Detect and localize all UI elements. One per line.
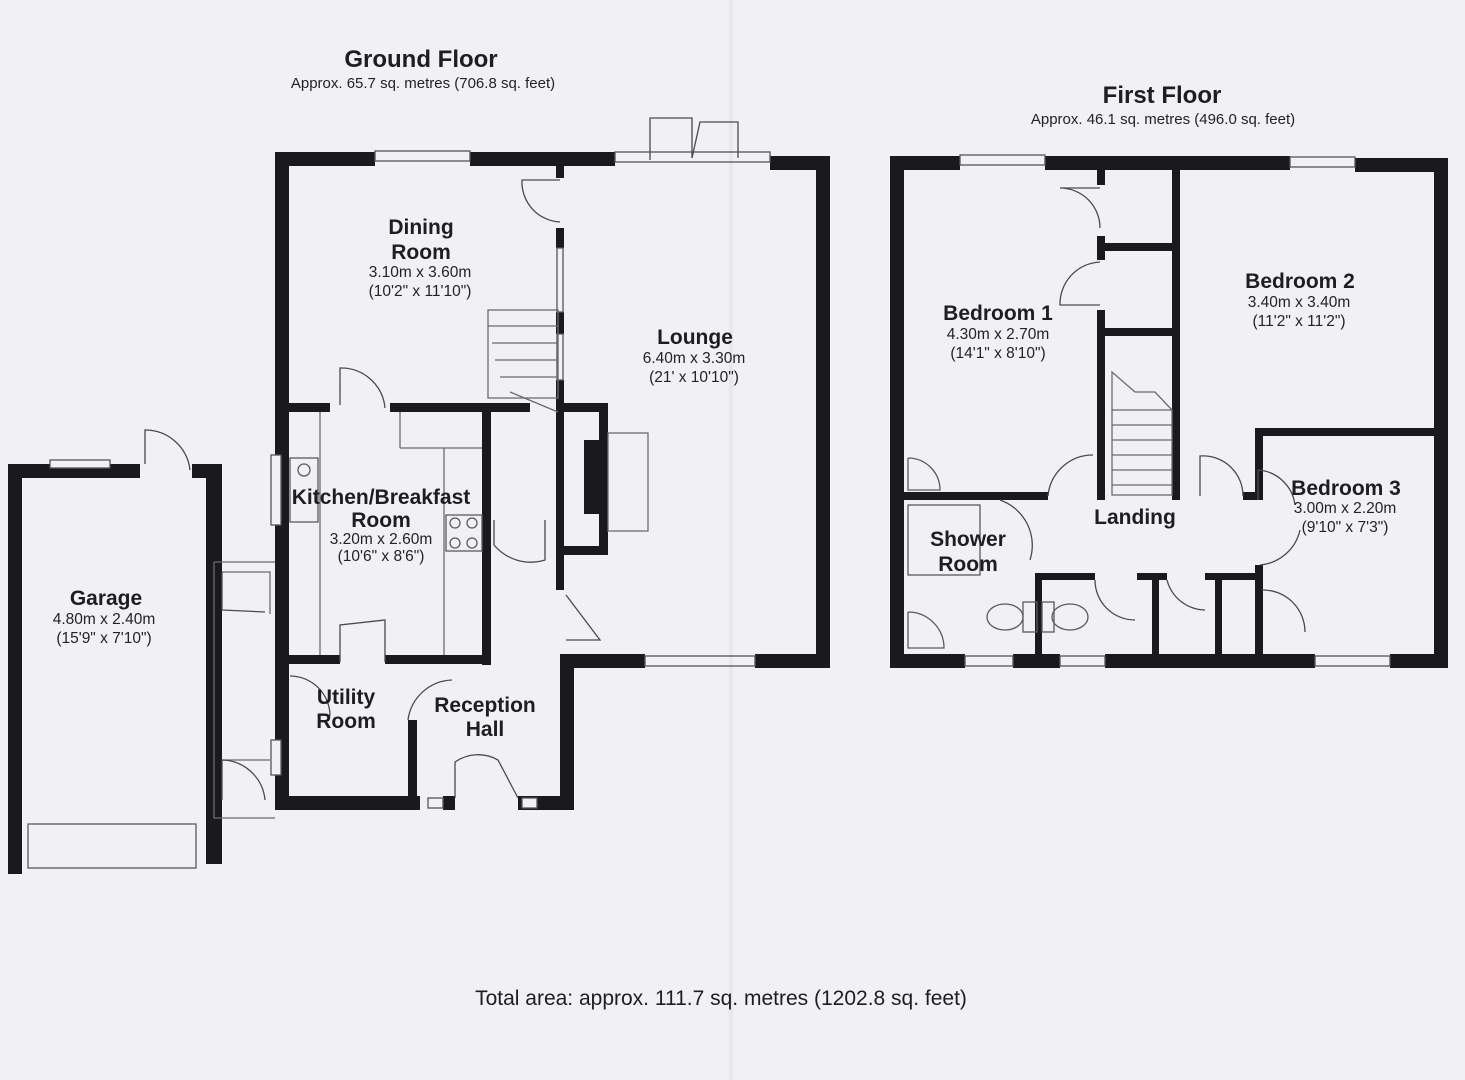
garage-walls xyxy=(8,459,222,874)
dining-room-dim-imperial: (10'2" x 11'10") xyxy=(369,283,472,300)
garage-dim-metric: 4.80m x 2.40m xyxy=(53,611,156,628)
bedroom-1-dim-metric: 4.30m x 2.70m xyxy=(947,326,1050,343)
first-floor-windows xyxy=(959,154,1391,667)
kitchen-label-2: Room xyxy=(351,509,411,532)
bedroom-2-dim-imperial: (11'2" x 11'2") xyxy=(1252,313,1345,330)
first-floor-stairs xyxy=(1111,370,1173,496)
ground-floor-doors xyxy=(144,117,739,801)
garage-dim-imperial: (15'9" x 7'10") xyxy=(56,630,151,647)
shower-room-label-1: Shower xyxy=(930,528,1006,551)
first-floor-doors xyxy=(999,187,1306,633)
first-floor-walls xyxy=(890,156,1448,668)
kitchen-label-1: Kitchen/Breakfast xyxy=(292,486,471,509)
kitchen-dim-metric: 3.20m x 2.60m xyxy=(330,531,433,548)
shower-room-label-2: Room xyxy=(938,553,998,576)
utility-room-label-1: Utility xyxy=(317,686,376,709)
kitchen-fittings xyxy=(289,412,483,655)
bedroom-2-label: Bedroom 2 xyxy=(1245,270,1355,293)
side-passage xyxy=(213,561,275,819)
dining-room-label-2: Room xyxy=(391,241,451,264)
first-floor-plan: First Floor Approx. 46.1 sq. metres (496… xyxy=(890,82,1448,668)
bedroom-3-dim-metric: 3.00m x 2.20m xyxy=(1294,500,1397,517)
bedroom-3-dim-imperial: (9'10" x 7'3") xyxy=(1302,519,1389,536)
bathroom-fittings xyxy=(907,457,1089,649)
first-floor-title: First Floor xyxy=(1103,82,1222,109)
bedroom-1-label: Bedroom 1 xyxy=(943,302,1053,325)
lounge-dim-metric: 6.40m x 3.30m xyxy=(643,350,746,367)
ground-floor-stairs xyxy=(487,309,559,413)
dining-room-dim-metric: 3.10m x 3.60m xyxy=(369,264,472,281)
total-area: Total area: approx. 111.7 sq. metres (12… xyxy=(475,987,967,1010)
bedroom-1-dim-imperial: (14'1" x 8'10") xyxy=(950,345,1045,362)
kitchen-dim-imperial: (10'6" x 8'6") xyxy=(338,548,425,565)
first-floor-area: Approx. 46.1 sq. metres (496.0 sq. feet) xyxy=(1031,111,1295,128)
dining-room-label-1: Dining xyxy=(388,216,453,239)
garage-label: Garage xyxy=(70,587,142,610)
reception-hall-label-1: Reception xyxy=(434,694,536,717)
first-floor-interior-walls xyxy=(898,165,1435,660)
bedroom-3-label: Bedroom 3 xyxy=(1291,477,1401,500)
page-fold xyxy=(728,0,734,1080)
reception-hall-label-2: Hall xyxy=(466,718,505,741)
ground-floor-title: Ground Floor xyxy=(344,46,497,73)
lounge-dim-imperial: (21' x 10'10") xyxy=(649,369,739,386)
interior-walls xyxy=(280,162,649,802)
lounge-label: Lounge xyxy=(657,326,733,349)
utility-room-label-2: Room xyxy=(316,710,376,733)
ground-floor-area: Approx. 65.7 sq. metres (706.8 sq. feet) xyxy=(291,75,555,92)
bedroom-2-dim-metric: 3.40m x 3.40m xyxy=(1248,294,1351,311)
landing-label: Landing xyxy=(1094,506,1176,529)
ground-floor-plan: Ground Floor Approx. 65.7 sq. metres (70… xyxy=(8,46,830,874)
